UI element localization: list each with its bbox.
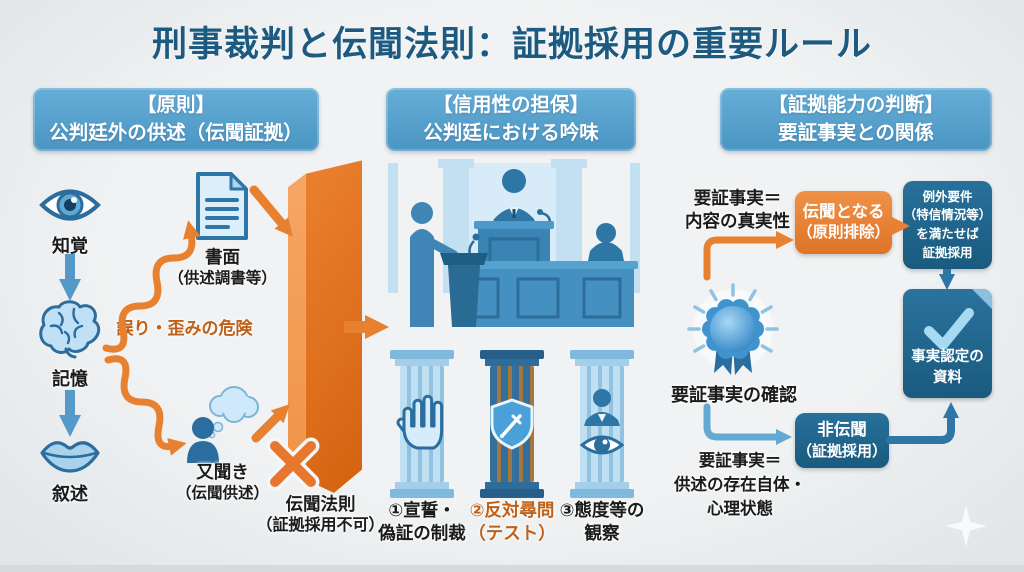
label-truth-condition-line2: 内容の真実性 — [685, 210, 790, 231]
label-retelling-line2: （伝聞供述） — [175, 484, 269, 502]
exception-line2: （特信情況等） — [903, 208, 992, 223]
header-admissibility: 【証拠能力の判断】 要証事実との関係 — [720, 88, 992, 151]
courtroom-illustration — [388, 159, 640, 327]
label-nonhearsay-line1: 要証事実＝ — [698, 452, 782, 470]
pillar-demeanor — [570, 350, 634, 498]
check-document-icon: 事実認定の 資料 — [903, 289, 992, 398]
exception-box: 例外要件 （特信情況等） を満たせば 証拠採用 — [903, 181, 992, 269]
label-pillar-cross-examination: ②反対尋問 （テスト） — [458, 499, 566, 545]
hearsay-result-line2: （原則排除） — [796, 224, 890, 242]
label-pillar-oath-line2: 偽証の制裁 — [378, 522, 466, 543]
label-badge: 要証事実の確認 — [671, 385, 797, 405]
pillar-oath — [390, 350, 454, 498]
header-principle-line2: 公判廷外の供述（伝聞証拠） — [49, 121, 303, 144]
label-nonhearsay-line3: 心理状態 — [707, 499, 773, 518]
exception-line4: 証拠採用 — [922, 245, 973, 260]
sparkle-icon — [945, 505, 987, 547]
hearsay-result-box: 伝聞となる （原則排除） — [795, 191, 892, 254]
label-document-line2: （供述調書等） — [168, 269, 277, 287]
label-memory: 記憶 — [52, 369, 88, 389]
header-credibility: 【信用性の担保】 公判廷における吟味 — [386, 88, 636, 151]
label-outcome-line1: 事実認定の — [911, 349, 984, 366]
lips-icon — [40, 441, 100, 473]
label-pillar-oath: ①宣誓・ 偽証の制裁 — [368, 499, 476, 545]
label-pillar-cross-line1: ②反対尋問 — [469, 500, 555, 520]
label-document: 書面 （供述調書等） — [155, 246, 290, 289]
label-pillar-demeanor: ③態度等の 観察 — [548, 499, 656, 545]
brain-icon — [39, 300, 101, 359]
nonhearsay-line2: （証拠採用） — [796, 442, 887, 460]
label-hearsay-rule-line1: 伝聞法則 — [285, 494, 356, 514]
header-admissibility-line1: 【証拠能力の判断】 — [768, 94, 944, 117]
header-principle-line1: 【原則】 — [136, 94, 215, 117]
label-outcome-line2: 資料 — [933, 369, 962, 386]
hearsay-wall-edge — [288, 173, 306, 480]
label-perception: 知覚 — [52, 236, 88, 256]
label-hearsay-rule: 伝聞法則 （証拠採用不可） — [238, 493, 403, 537]
document-icon — [196, 172, 248, 240]
label-pillar-oath-line1: ①宣誓・ — [388, 500, 456, 520]
badge-icon — [687, 283, 779, 375]
raised-hand-icon — [396, 394, 444, 450]
document-fold — [972, 289, 992, 309]
hearsay-wall — [288, 157, 362, 493]
header-principle: 【原則】 公判廷外の供述（伝聞証拠） — [33, 88, 319, 151]
nonhearsay-box: 非伝聞 （証拠採用） — [795, 413, 889, 468]
nonhearsay-line1: 非伝聞 — [817, 421, 867, 440]
label-pillar-demeanor-line1: ③態度等の — [559, 500, 645, 520]
label-narration: 叙述 — [52, 484, 88, 504]
label-truth-condition: 要証事実＝ 内容の真実性 — [650, 187, 825, 233]
label-hearsay-rule-line2: （証拠採用不可） — [256, 516, 385, 534]
label-pillar-demeanor-line2: 観察 — [584, 522, 620, 543]
pillar-cross-examination — [480, 350, 544, 498]
page-title: 刑事裁判と伝聞法則：証拠採用の重要ルール — [151, 25, 872, 64]
label-nonhearsay-line2: 供述の存在自体・ — [674, 475, 806, 494]
shield-sword-icon — [490, 398, 534, 450]
hearsay-result-line1: 伝聞となる — [802, 202, 885, 221]
label-pillar-cross-line2: （テスト） — [468, 522, 556, 543]
label-distortion-risk: 誤り・歪みの危険 — [116, 319, 253, 338]
label-truth-condition-line1: 要証事実＝ — [693, 188, 782, 208]
header-credibility-line1: 【信用性の担保】 — [432, 94, 589, 117]
x-mark-icon — [266, 437, 320, 491]
label-document-line1: 書面 — [205, 247, 240, 267]
hearsay-person-icon — [187, 386, 259, 463]
exception-line3: を満たせば — [916, 227, 979, 241]
label-nonhearsay-condition: 要証事実＝ 供述の存在自体・ 心理状態 — [655, 450, 825, 522]
exception-line1: 例外要件 — [922, 189, 973, 204]
observer-eye-icon — [579, 389, 625, 455]
label-retelling: 又聞き （伝聞供述） — [155, 461, 290, 504]
header-credibility-line2: 公判廷における吟味 — [423, 121, 599, 144]
label-retelling-line1: 又聞き — [196, 462, 249, 482]
bottom-strip — [0, 565, 1024, 572]
eye-icon — [39, 189, 101, 221]
label-outcome: 事実認定の 資料 — [903, 347, 992, 388]
check-mark-icon — [924, 308, 974, 350]
header-admissibility-line2: 要証事実との関係 — [778, 121, 934, 144]
